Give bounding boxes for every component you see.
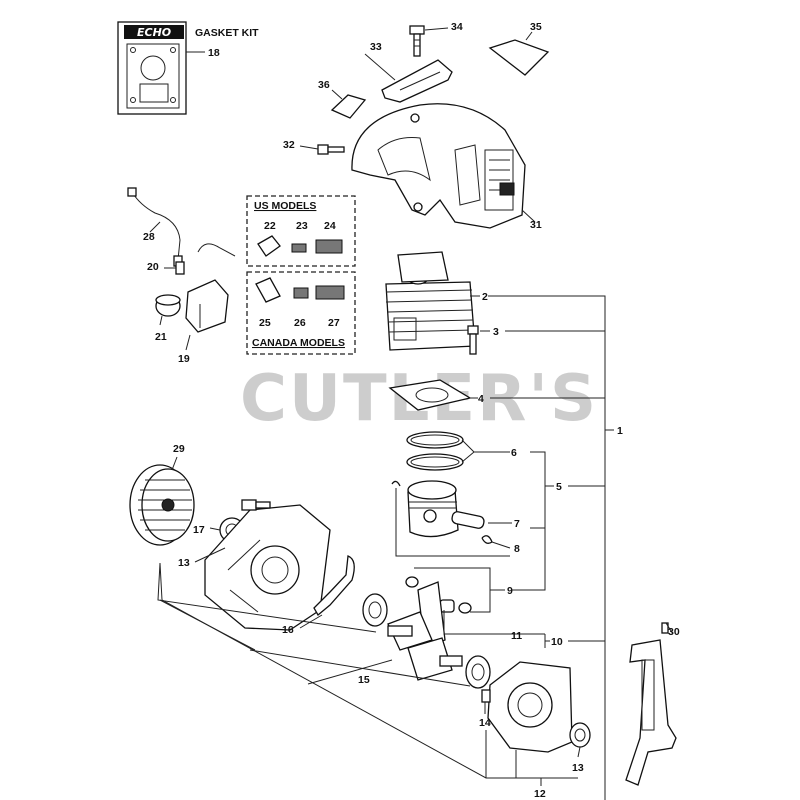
callout-3: 3 [493,326,499,338]
callout-13a: 13 [178,557,190,569]
plate-30 [625,622,677,786]
ignition-parts: 28 20 21 19 [127,187,236,365]
bearing-right [465,655,491,689]
callout-29: 29 [173,443,185,455]
wire-28 [131,191,181,261]
callout-1: 1 [617,425,623,437]
oil-seal-13 [569,722,591,748]
callout-19: 19 [178,353,190,365]
callout-9: 9 [507,585,513,597]
ignition-coil-19 [185,279,229,333]
us-models-caption: US MODELS [254,200,316,212]
washer-9a [405,576,419,588]
engine-cover [351,103,526,229]
piston-pin-7 [451,511,485,529]
callout-15: 15 [358,674,370,686]
callout-18: 18 [208,47,220,59]
screw-34 [409,25,449,57]
callout-14: 14 [479,717,491,729]
flywheel-29 [129,464,195,546]
callout-13b: 13 [572,762,584,774]
callout-22: 22 [264,220,276,232]
callout-27: 27 [328,317,340,329]
callout-20: 20 [147,261,159,273]
canada-models-box: 25 26 27 CANADA MODELS [246,271,356,355]
gasket-kit-box: ECHO GASKET KIT 18 [117,21,259,115]
canada-models-caption: CANADA MODELS [252,337,345,349]
bolt-32 [317,144,345,155]
callout-5: 5 [556,481,562,493]
callout-6: 6 [511,447,517,459]
spark-plug-27 [315,285,345,300]
callout-33: 33 [370,41,382,53]
crankcase-right [481,661,573,753]
callout-2: 2 [482,291,488,303]
us-models-box: US MODELS 22 23 24 [246,195,356,267]
callout-24: 24 [324,220,336,232]
crankshaft-10 [387,581,463,681]
engine-cover-assembly: 31 33 34 35 36 32 [283,21,550,231]
gasket-kit-gaskets [126,43,180,109]
decal-36 [330,94,367,119]
callout-21: 21 [155,331,167,343]
callout-25: 25 [259,317,271,329]
callout-31: 31 [530,219,542,231]
circlip-8a [391,480,401,487]
terminal-23 [291,243,307,253]
callout-4: 4 [478,393,484,405]
gasket-kit-title: GASKET KIT [195,27,259,39]
gasket-16 [313,555,355,616]
piston-5 [407,480,459,538]
decal-35 [488,39,550,76]
bearing-9 [439,599,455,613]
callout-32: 32 [283,139,295,151]
callout-36: 36 [318,79,330,91]
callout-8: 8 [514,543,520,555]
terminal-26 [293,287,309,299]
echo-logo [124,25,184,39]
plug-cap-25 [255,277,281,303]
washer-9b [458,602,472,614]
screw-20 [175,261,185,275]
bearing-left [362,593,388,627]
callout-30: 30 [668,626,680,638]
callout-17: 17 [193,524,205,536]
callout-23: 23 [296,220,308,232]
plug-cap-22 [257,235,281,257]
callout-12: 12 [534,788,546,800]
callout-28: 28 [143,231,155,243]
callout-7: 7 [514,518,520,530]
callout-34: 34 [451,21,463,33]
bolt-3 [467,325,479,355]
spark-plug-24 [315,239,343,254]
piston-rings-6 [406,431,464,471]
cylinder-2 [385,251,476,351]
callout-26: 26 [294,317,306,329]
callout-11: 11 [511,630,522,642]
crankcase-left [204,499,331,631]
circlip-8b [481,535,493,544]
echo-logo-text: ECHO [137,26,171,39]
callout-10: 10 [551,636,563,648]
callout-35: 35 [530,21,542,33]
cover-cap-33 [381,59,453,103]
callout-16: 16 [282,624,294,636]
